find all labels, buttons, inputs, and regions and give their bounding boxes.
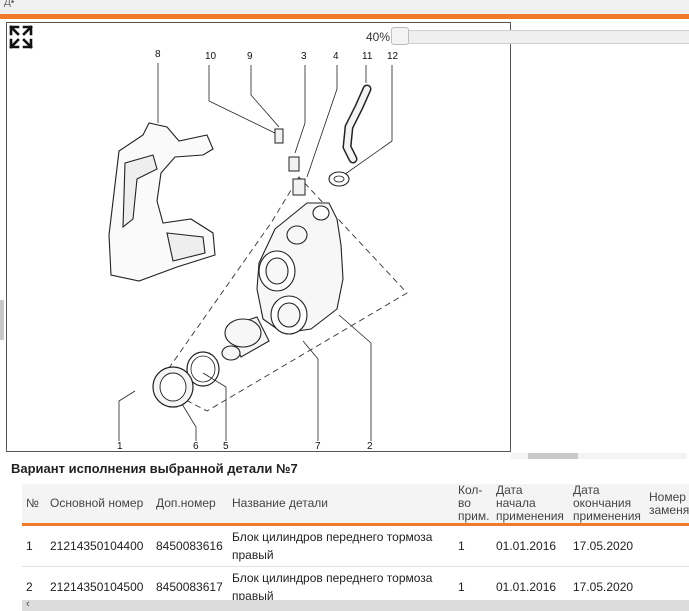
cell-replacement bbox=[645, 566, 689, 600]
table-horizontal-scrollbar[interactable]: ‹ bbox=[22, 598, 689, 611]
variant-table-container: № Основной номер Доп.номер Название дета… bbox=[22, 484, 689, 600]
cell-main-number: 21214350104500 bbox=[46, 566, 152, 600]
callout-8: 8 bbox=[155, 49, 161, 60]
cell-start-date: 01.01.2016 bbox=[492, 566, 569, 600]
cell-start-date: 01.01.2016 bbox=[492, 524, 569, 567]
callout-7: 7 bbox=[315, 441, 321, 451]
fullscreen-icon[interactable] bbox=[8, 24, 34, 50]
top-bar-crumb: Д• bbox=[4, 0, 15, 8]
cell-part-name: Блок цилиндров переднего тормоза правый bbox=[228, 566, 454, 600]
zoom-level-label: 40% bbox=[366, 30, 391, 44]
callout-9: 9 bbox=[247, 51, 253, 62]
zoom-slider-handle[interactable] bbox=[391, 27, 409, 45]
variant-table: № Основной номер Доп.номер Название дета… bbox=[22, 484, 689, 600]
parts-diagram-viewer[interactable]: 8 10 9 3 4 11 12 1 6 5 7 2 bbox=[6, 22, 511, 452]
col-header-replacement[interactable]: Номер заменяющей bbox=[645, 484, 689, 526]
table-row[interactable]: 2 21214350104500 8450083617 Блок цилиндр… bbox=[22, 566, 689, 600]
cell-num: 1 bbox=[22, 524, 46, 567]
col-header-start-date[interactable]: Дата начала применения bbox=[492, 484, 569, 526]
callout-5: 5 bbox=[223, 441, 229, 451]
cell-qty: 1 bbox=[454, 524, 492, 567]
left-edge-handle bbox=[0, 300, 4, 340]
col-header-main-number[interactable]: Основной номер bbox=[46, 484, 152, 526]
top-bar: Д• bbox=[0, 0, 689, 14]
scroll-left-icon[interactable]: ‹ bbox=[26, 598, 30, 610]
brake-caliper-diagram: 8 10 9 3 4 11 12 1 6 5 7 2 bbox=[108, 49, 408, 451]
callout-2: 2 bbox=[367, 441, 373, 451]
diagram-scrollbar-thumb[interactable] bbox=[528, 453, 578, 459]
accent-divider bbox=[0, 14, 689, 19]
callout-6: 6 bbox=[193, 441, 199, 451]
cell-part-name: Блок цилиндров переднего тормоза правый bbox=[228, 524, 454, 567]
col-header-part-name[interactable]: Название детали bbox=[228, 484, 454, 526]
callout-11: 11 bbox=[362, 51, 373, 62]
cell-main-number: 21214350104400 bbox=[46, 524, 152, 567]
cell-end-date: 17.05.2020 bbox=[569, 566, 645, 600]
variant-title: Вариант исполнения выбранной детали №7 bbox=[11, 461, 298, 476]
callout-3: 3 bbox=[301, 51, 307, 62]
cell-extra-number: 8450083617 bbox=[152, 566, 228, 600]
callout-10: 10 bbox=[205, 51, 217, 62]
zoom-slider-track[interactable] bbox=[392, 30, 689, 44]
table-header-row: № Основной номер Доп.номер Название дета… bbox=[22, 484, 689, 526]
col-header-qty[interactable]: Кол-во прим. bbox=[454, 484, 492, 526]
cell-num: 2 bbox=[22, 566, 46, 600]
cell-end-date: 17.05.2020 bbox=[569, 524, 645, 567]
cell-qty: 1 bbox=[454, 566, 492, 600]
col-header-extra-number[interactable]: Доп.номер bbox=[152, 484, 228, 526]
cell-replacement bbox=[645, 524, 689, 567]
col-header-end-date[interactable]: Дата окончания применения bbox=[569, 484, 645, 526]
cell-extra-number: 8450083616 bbox=[152, 524, 228, 567]
diagram-scrollbar-track[interactable] bbox=[511, 453, 687, 459]
callout-1: 1 bbox=[117, 441, 123, 451]
callout-4: 4 bbox=[333, 51, 339, 62]
callout-12: 12 bbox=[387, 51, 399, 62]
table-row[interactable]: 1 21214350104400 8450083616 Блок цилиндр… bbox=[22, 524, 689, 567]
col-header-num[interactable]: № bbox=[22, 484, 46, 526]
